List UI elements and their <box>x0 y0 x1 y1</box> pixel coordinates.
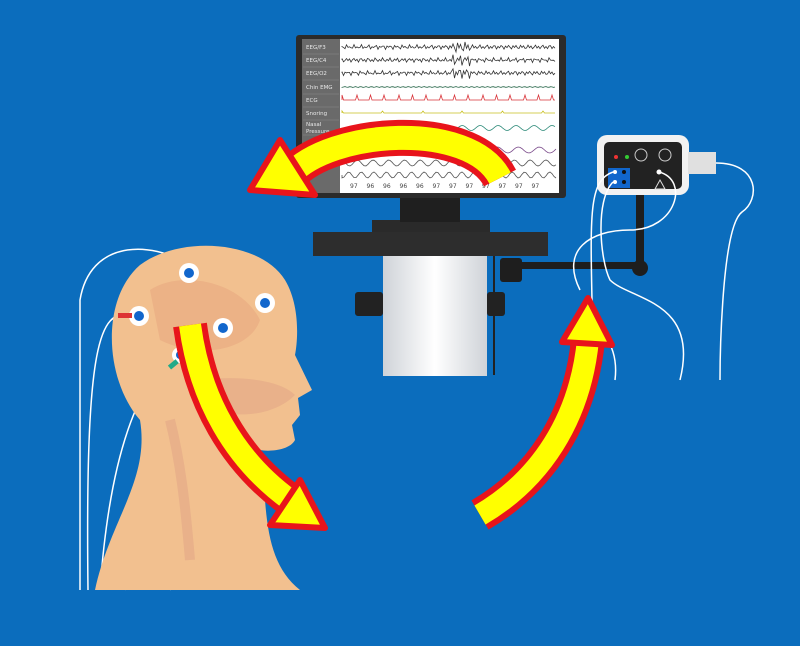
channel-trace <box>341 93 555 101</box>
channel-trace <box>341 41 556 54</box>
spo2-value: 97 <box>482 183 490 190</box>
channel-label: Chin EMG <box>306 85 333 91</box>
channel-trace <box>341 67 556 79</box>
channel-label: EEG/F3 <box>306 45 326 51</box>
channel-trace <box>341 109 555 114</box>
monitor-cart <box>313 220 548 376</box>
spo2-value: 97 <box>499 183 507 190</box>
patient-downward-arrow <box>173 322 328 531</box>
channel-trace <box>341 86 556 88</box>
spo2-value: 96 <box>416 183 424 190</box>
spo2-value: 97 <box>433 183 441 190</box>
spo2-value: 97 <box>515 183 523 190</box>
spo2-value: 96 <box>367 183 375 190</box>
spo2-value: 97 <box>449 183 457 190</box>
channel-trace <box>341 159 557 167</box>
upward-to-device-arrow <box>471 295 615 530</box>
spo2-value: 96 <box>400 183 408 190</box>
device-arm <box>500 185 648 282</box>
polysomnography-recorder <box>597 135 754 381</box>
spo2-value: 97 <box>532 183 540 190</box>
monitor-to-patient-arrow <box>247 119 516 198</box>
channel-label: EEG/C4 <box>306 58 327 64</box>
head-electrodes <box>118 263 275 370</box>
channel-label: Snoring <box>306 111 327 117</box>
spo2-value: 97 <box>466 183 474 190</box>
spo2-value: 97 <box>350 183 358 190</box>
monitor-stand <box>400 196 460 222</box>
channel-trace <box>341 54 556 67</box>
channel-label: ECG <box>306 98 318 104</box>
spo2-value: 96 <box>383 183 391 190</box>
channel-label: EEG/O2 <box>306 71 327 77</box>
channel-trace <box>341 171 557 179</box>
